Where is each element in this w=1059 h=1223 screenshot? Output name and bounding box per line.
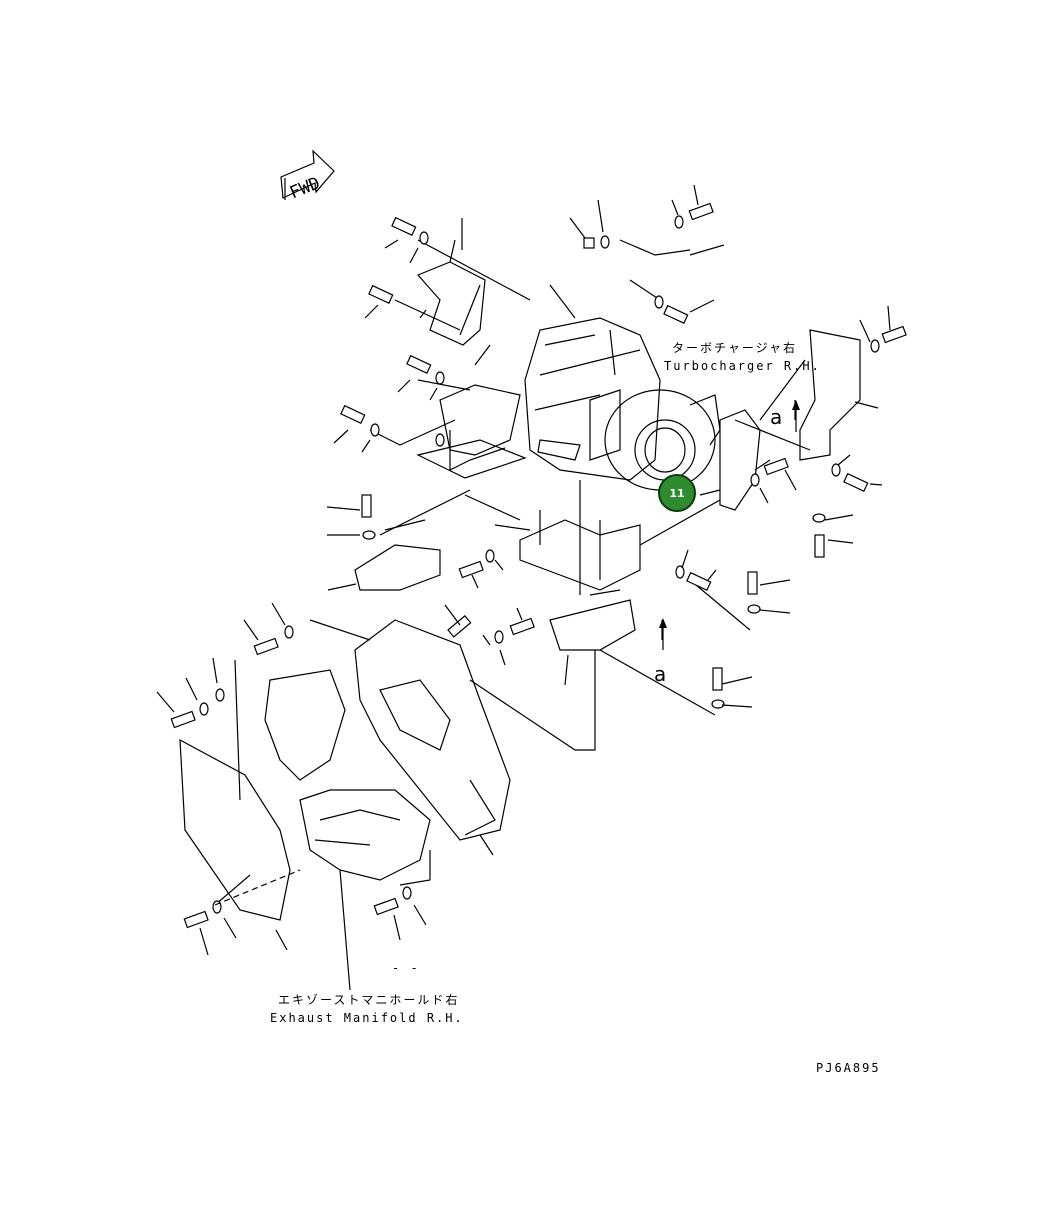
lower-right-bracket xyxy=(549,589,636,651)
exhaust-manifold-drawing xyxy=(179,619,511,921)
turbo-label-en: Turbocharger R.H. xyxy=(664,359,821,373)
part-callout-number: 11 xyxy=(669,487,684,500)
ref-mark-a-upper: a xyxy=(770,405,782,429)
stray-mark: - - xyxy=(392,961,420,975)
upper-left-shield xyxy=(416,239,486,346)
bolt-icons xyxy=(170,202,907,929)
manifold-label-en: Exhaust Manifold R.H. xyxy=(270,1011,464,1025)
index-leaders xyxy=(156,184,891,956)
part-callout-11[interactable]: 11 xyxy=(658,474,696,512)
manifold-label-jp: エキゾーストマニホールド右 xyxy=(278,992,459,1007)
center-bracket xyxy=(519,510,641,591)
ref-mark-a-lower: a xyxy=(654,662,666,686)
left-small-bracket xyxy=(354,519,441,591)
dashed-guide-line xyxy=(214,869,301,906)
leader-lines xyxy=(214,239,811,991)
ref-arrow-icons xyxy=(659,400,800,650)
turbo-label-jp: ターボチャージャ右 xyxy=(672,340,797,355)
fwd-arrow-icon: FWD xyxy=(280,149,335,203)
drawing-code: PJ6A895 xyxy=(816,1061,881,1075)
right-bracket xyxy=(719,329,861,511)
fwd-label: FWD xyxy=(287,173,323,203)
mid-left-shield xyxy=(416,384,527,479)
washer-icons xyxy=(199,215,880,914)
